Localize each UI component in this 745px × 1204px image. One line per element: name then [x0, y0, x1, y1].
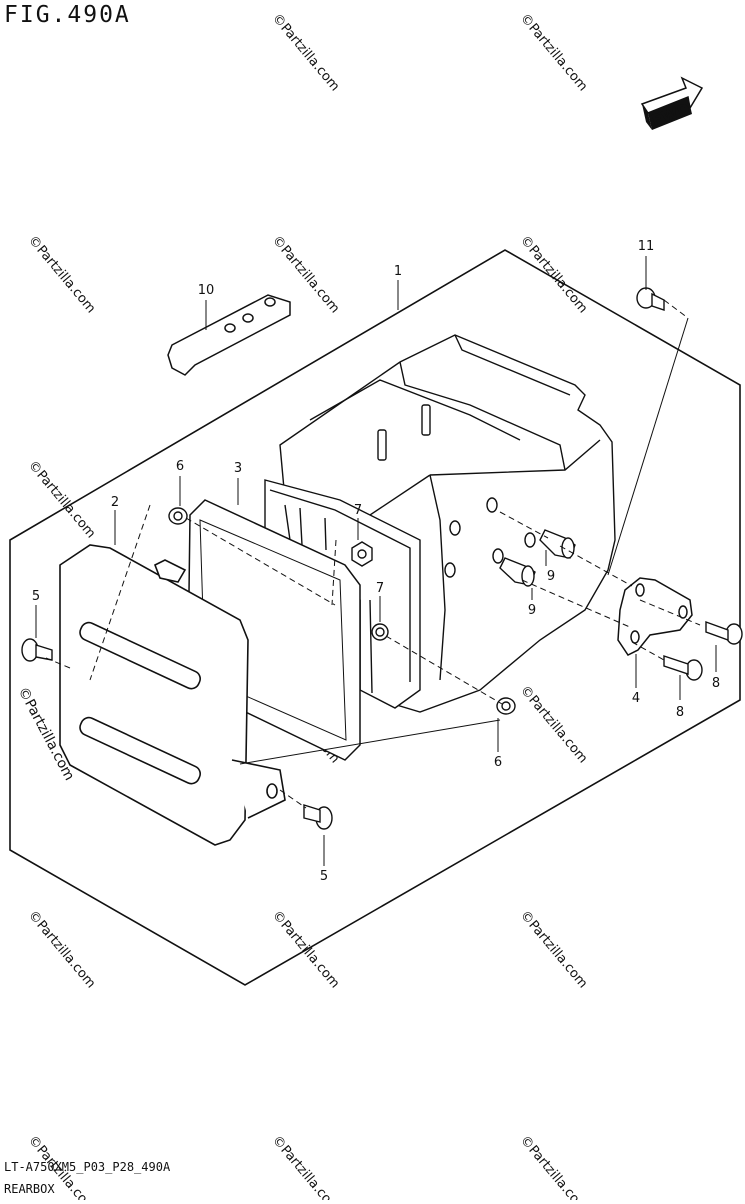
callout-labels: 1 2 3 4 5 5 6 6 7 7 8 8 9 9 10 11	[32, 239, 720, 884]
watermark-text: ©Partzilla.com	[517, 1133, 590, 1200]
figure-name: REARBOX	[4, 1182, 55, 1196]
strap-holder	[167, 294, 291, 376]
callout-5a: 5	[32, 589, 40, 604]
watermark-text: ©Partzilla.com	[517, 683, 590, 766]
watermark-text: ©Partzilla.com	[517, 11, 590, 94]
figure-title: FIG.490A	[4, 2, 131, 28]
fwd-arrow-icon: FWD	[640, 76, 704, 130]
mounting-bracket	[617, 577, 693, 656]
nut-icon	[168, 507, 516, 715]
callout-8a: 8	[712, 676, 720, 691]
callout-5b: 5	[320, 869, 328, 884]
callout-6b: 6	[494, 755, 502, 770]
callout-2: 2	[111, 495, 119, 510]
callout-11: 11	[638, 239, 655, 254]
callout-9b: 9	[528, 603, 536, 618]
assembly-frame	[9, 249, 741, 986]
callout-7b: 7	[376, 581, 384, 596]
lid-cover	[59, 544, 286, 846]
watermark-text: ©Partzilla.com	[25, 233, 98, 316]
leader-lines	[35, 256, 717, 866]
callout-3: 3	[234, 461, 242, 476]
callout-4: 4	[632, 691, 640, 706]
watermark-text: ©Partzilla.com	[25, 458, 98, 541]
callout-9a: 9	[547, 569, 555, 584]
callout-6a: 6	[176, 459, 184, 474]
watermark-text: ©Partzilla.com	[269, 11, 342, 94]
watermark-text: ©Partzilla.com	[517, 908, 590, 991]
watermark-text: ©Partzilla.com	[25, 908, 98, 991]
dashed-guides	[45, 299, 701, 809]
watermark-text: ©Partzilla.com	[517, 233, 590, 316]
figure-code: LT-A750XM5_P03_P28_490A	[4, 1160, 171, 1174]
screw-icon	[21, 287, 743, 830]
callout-7a: 7	[354, 503, 362, 518]
callout-10: 10	[198, 283, 215, 298]
callout-1: 1	[394, 264, 402, 279]
watermark-text: ©Partzilla.com	[269, 1133, 342, 1200]
callout-8b: 8	[676, 705, 684, 720]
